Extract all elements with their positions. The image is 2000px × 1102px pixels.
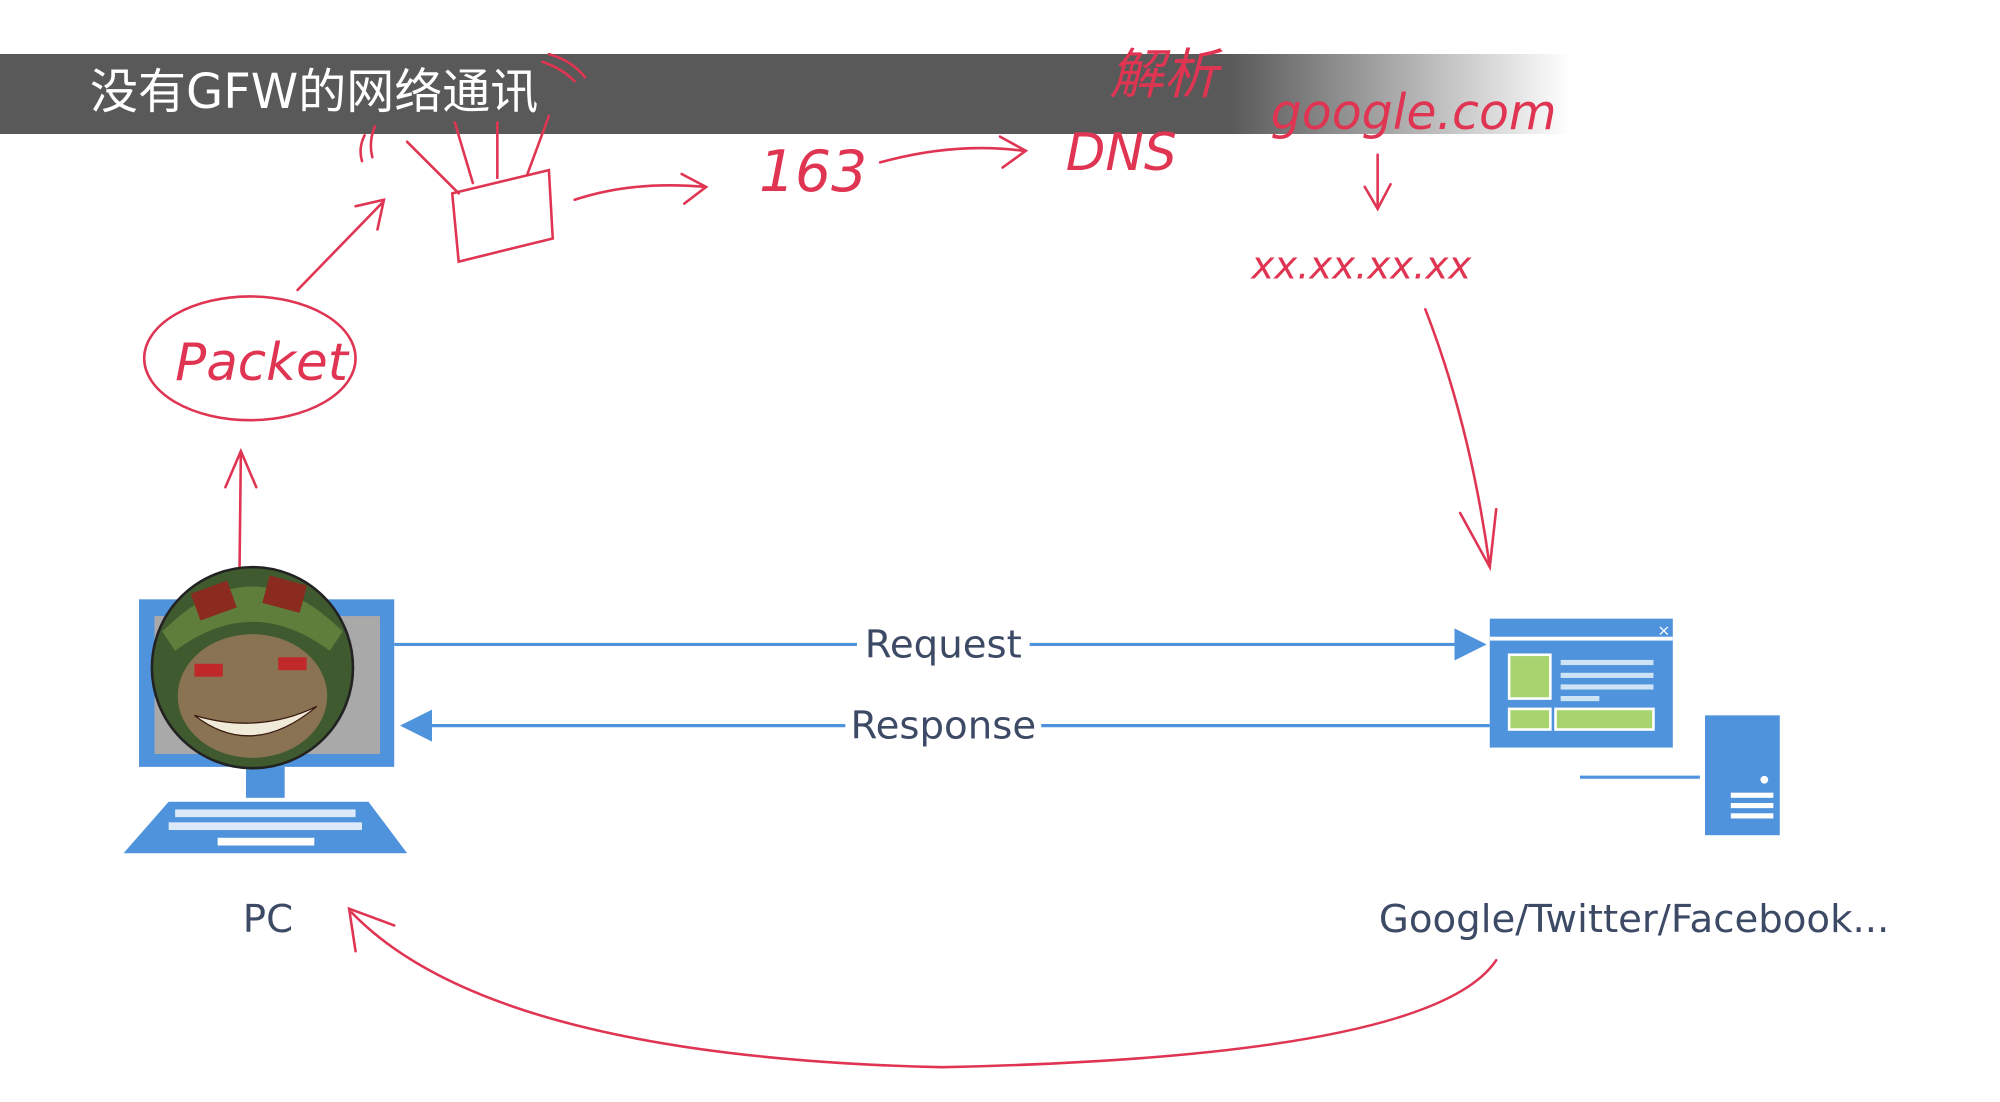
arrow-163-to-dns: [878, 135, 1029, 169]
pc-label: PC: [243, 897, 293, 942]
arrow-router-to-163: [573, 172, 709, 205]
dns-label: DNS: [1066, 123, 1177, 183]
slide-title: 没有GFW的网络通讯: [90, 64, 539, 120]
server-tower-icon: [1580, 715, 1780, 836]
browser-window-icon: ×: [1489, 618, 1673, 748]
domain-label: google.com: [1271, 84, 1557, 141]
handwritten-annotations: [142, 52, 1498, 1069]
arrow-packet-to-router: [296, 198, 386, 292]
arrow-pc-to-packet: [224, 447, 258, 569]
svg-text:×: ×: [1657, 621, 1670, 639]
server-label: Google/Twitter/Facebook...: [1379, 897, 1889, 942]
arrow-response-curve: [347, 906, 1498, 1069]
arrow-ip-to-server: [1424, 308, 1498, 572]
avatar: [150, 565, 355, 770]
router-icon: [359, 52, 587, 264]
title-banner: [0, 54, 2000, 134]
response-label: Response: [850, 704, 1036, 749]
arrow-domain-to-ip: [1363, 153, 1392, 212]
ip-label: xx.xx.xx.xx: [1250, 243, 1472, 288]
packet-bubble: [142, 295, 357, 422]
dns-provider-label: 163: [759, 139, 867, 205]
packet-label: Packet: [175, 333, 350, 393]
resolve-label: 解析: [1110, 43, 1224, 106]
request-label: Request: [865, 622, 1022, 667]
